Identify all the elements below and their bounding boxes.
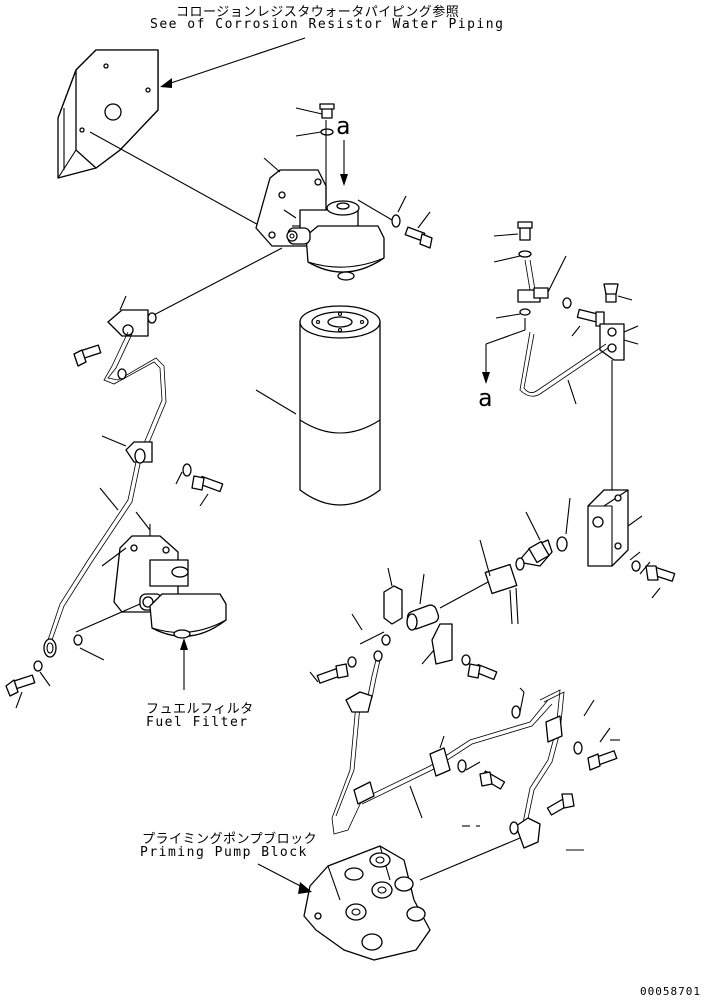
- left-fuel-pipe: [43, 247, 283, 658]
- corrosion-leader: [164, 37, 306, 86]
- fuel-filter-head: [113, 535, 227, 639]
- plug-bolt: [295, 103, 348, 200]
- adapter-fitting: [515, 539, 553, 571]
- priming-pump-block: [303, 845, 431, 961]
- fuel-filter-label-en: Fuel Filter: [146, 715, 249, 730]
- fuel-filter-label-jp: フュエルフィルタ: [146, 702, 254, 717]
- view-mark-top: a: [336, 112, 351, 140]
- fuel-filter-cartridge: [299, 305, 381, 506]
- corrosion-label-jp: コロージョンレジスタウォータパイピング参照: [176, 5, 460, 20]
- elbow-fitting: [479, 539, 519, 625]
- lower-fuel-pipes: [331, 650, 618, 881]
- valve-block: [587, 489, 643, 567]
- upper-right-fitting: [482, 221, 572, 384]
- priming-label-en: Priming Pump Block: [140, 845, 308, 860]
- drawing-number: 00058701: [640, 985, 701, 998]
- upper-filter-head: [255, 169, 385, 281]
- right-bracket: [599, 323, 639, 361]
- priming-label-jp: プライミングポンプブロック: [142, 832, 318, 847]
- middle-clamps: [383, 567, 498, 681]
- corrosion-resistor-bracket: [57, 49, 159, 179]
- corrosion-label-en: See of Corrosion Resistor Water Piping: [150, 17, 505, 32]
- view-mark-right: a: [478, 384, 493, 412]
- head-bolt-right: [357, 195, 433, 249]
